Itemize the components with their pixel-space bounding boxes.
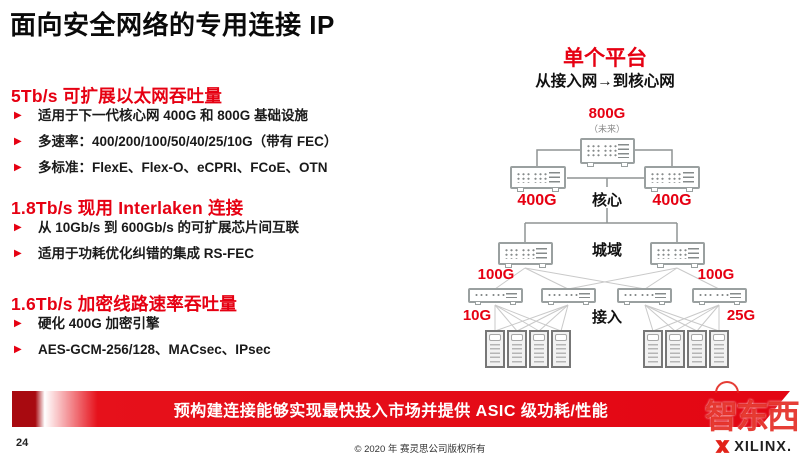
copyright-text: © 2020 年 赛灵思公司版权所有 — [354, 444, 486, 455]
bullet-text: 多标准：FlexE、Flex-O、eCPRI、FCoE、OTN — [38, 160, 328, 175]
bullet-triangle-icon: ▶ — [14, 318, 22, 329]
xilinx-logo-text: XILINX. — [734, 438, 792, 455]
section-2-heading: 1.8Tb/s 现用 Interlaken 连接 — [11, 198, 244, 218]
list-item: ▶ 适用于下一代核心网 400G 和 800G 基础设施 — [14, 108, 308, 124]
xilinx-x-icon — [715, 440, 730, 453]
bullet-triangle-icon: ▶ — [14, 344, 22, 355]
bullet-triangle-icon: ▶ — [14, 222, 22, 233]
label-100g-left: 100G — [477, 266, 515, 283]
bullet-triangle-icon: ▶ — [14, 248, 22, 259]
list-item: ▶ 从 10Gb/s 到 600Gb/s 的可扩展芯片间互联 — [14, 220, 299, 236]
server-icon — [485, 330, 505, 368]
router-icon-core-left — [510, 166, 566, 192]
label-access: 接入 — [591, 309, 622, 326]
router-icon-core-top — [580, 138, 635, 167]
switch-icon-access-2 — [541, 288, 596, 305]
server-icon — [643, 330, 663, 368]
list-item: ▶ 多速率：400/200/100/50/40/25/10G（带有 FEC） — [14, 134, 337, 150]
bullet-text: 从 10Gb/s 到 600Gb/s 的可扩展芯片间互联 — [38, 220, 300, 235]
label-800g: 800G — [588, 105, 626, 122]
list-item: ▶ 硬化 400G 加密引擎 — [14, 316, 160, 332]
diagram-subtitle: 从接入网→到核心网 — [535, 73, 675, 90]
router-icon-core-right — [644, 166, 700, 192]
watermark-arc-icon — [715, 381, 739, 393]
server-icon — [507, 330, 527, 368]
router-icon-metro-left — [498, 242, 553, 268]
list-item: ▶ 多标准：FlexE、Flex-O、eCPRI、FCoE、OTN — [14, 160, 328, 176]
server-icon — [551, 330, 571, 368]
xilinx-logo: XILINX. — [714, 438, 792, 455]
server-icon — [709, 330, 729, 368]
watermark-text: 智东西 — [705, 398, 800, 435]
takeaway-banner: 预构建连接能够实现最快投入市场并提供 ASIC 级功耗/性能 — [12, 391, 790, 427]
label-400g-right: 400G — [652, 192, 692, 209]
label-metro: 城域 — [591, 242, 622, 259]
label-10g: 10G — [462, 307, 492, 324]
switch-icon-access-1 — [468, 288, 523, 305]
bullet-text: 多速率：400/200/100/50/40/25/10G（带有 FEC） — [38, 134, 338, 149]
banner-text: 预构建连接能够实现最快投入市场并提供 ASIC 级功耗/性能 — [173, 403, 609, 420]
server-icon — [529, 330, 549, 368]
label-400g-left: 400G — [517, 192, 557, 209]
list-item: ▶ AES-GCM-256/128、MACsec、IPsec — [14, 342, 271, 358]
section-3-heading: 1.6Tb/s 加密线路速率吞吐量 — [11, 294, 238, 314]
bullet-triangle-icon: ▶ — [14, 110, 22, 121]
label-future: （未来） — [588, 124, 625, 134]
label-25g: 25G — [726, 307, 756, 324]
page-number: 24 — [16, 437, 29, 449]
page-title: 面向安全网络的专用连接 IP — [10, 10, 335, 40]
switch-icon-access-4 — [692, 288, 747, 305]
switch-icon-access-3 — [617, 288, 672, 305]
bullet-text: 适用于下一代核心网 400G 和 800G 基础设施 — [38, 108, 309, 123]
bullet-triangle-icon: ▶ — [14, 162, 22, 173]
server-icon — [665, 330, 685, 368]
list-item: ▶ 适用于功耗优化纠错的集成 RS-FEC — [14, 246, 254, 262]
server-icon — [687, 330, 707, 368]
bullet-text: 硬化 400G 加密引擎 — [38, 316, 160, 331]
router-icon-metro-right — [650, 242, 705, 268]
bullet-text: AES-GCM-256/128、MACsec、IPsec — [38, 342, 271, 357]
label-core: 核心 — [591, 192, 622, 209]
section-1-heading: 5Tb/s 可扩展以太网吞吐量 — [11, 86, 223, 106]
diagram-title: 单个平台 — [563, 47, 647, 70]
label-100g-right: 100G — [697, 266, 735, 283]
watermark: 智东西 — [705, 381, 800, 438]
bullet-triangle-icon: ▶ — [14, 136, 22, 147]
bullet-text: 适用于功耗优化纠错的集成 RS-FEC — [38, 246, 254, 261]
